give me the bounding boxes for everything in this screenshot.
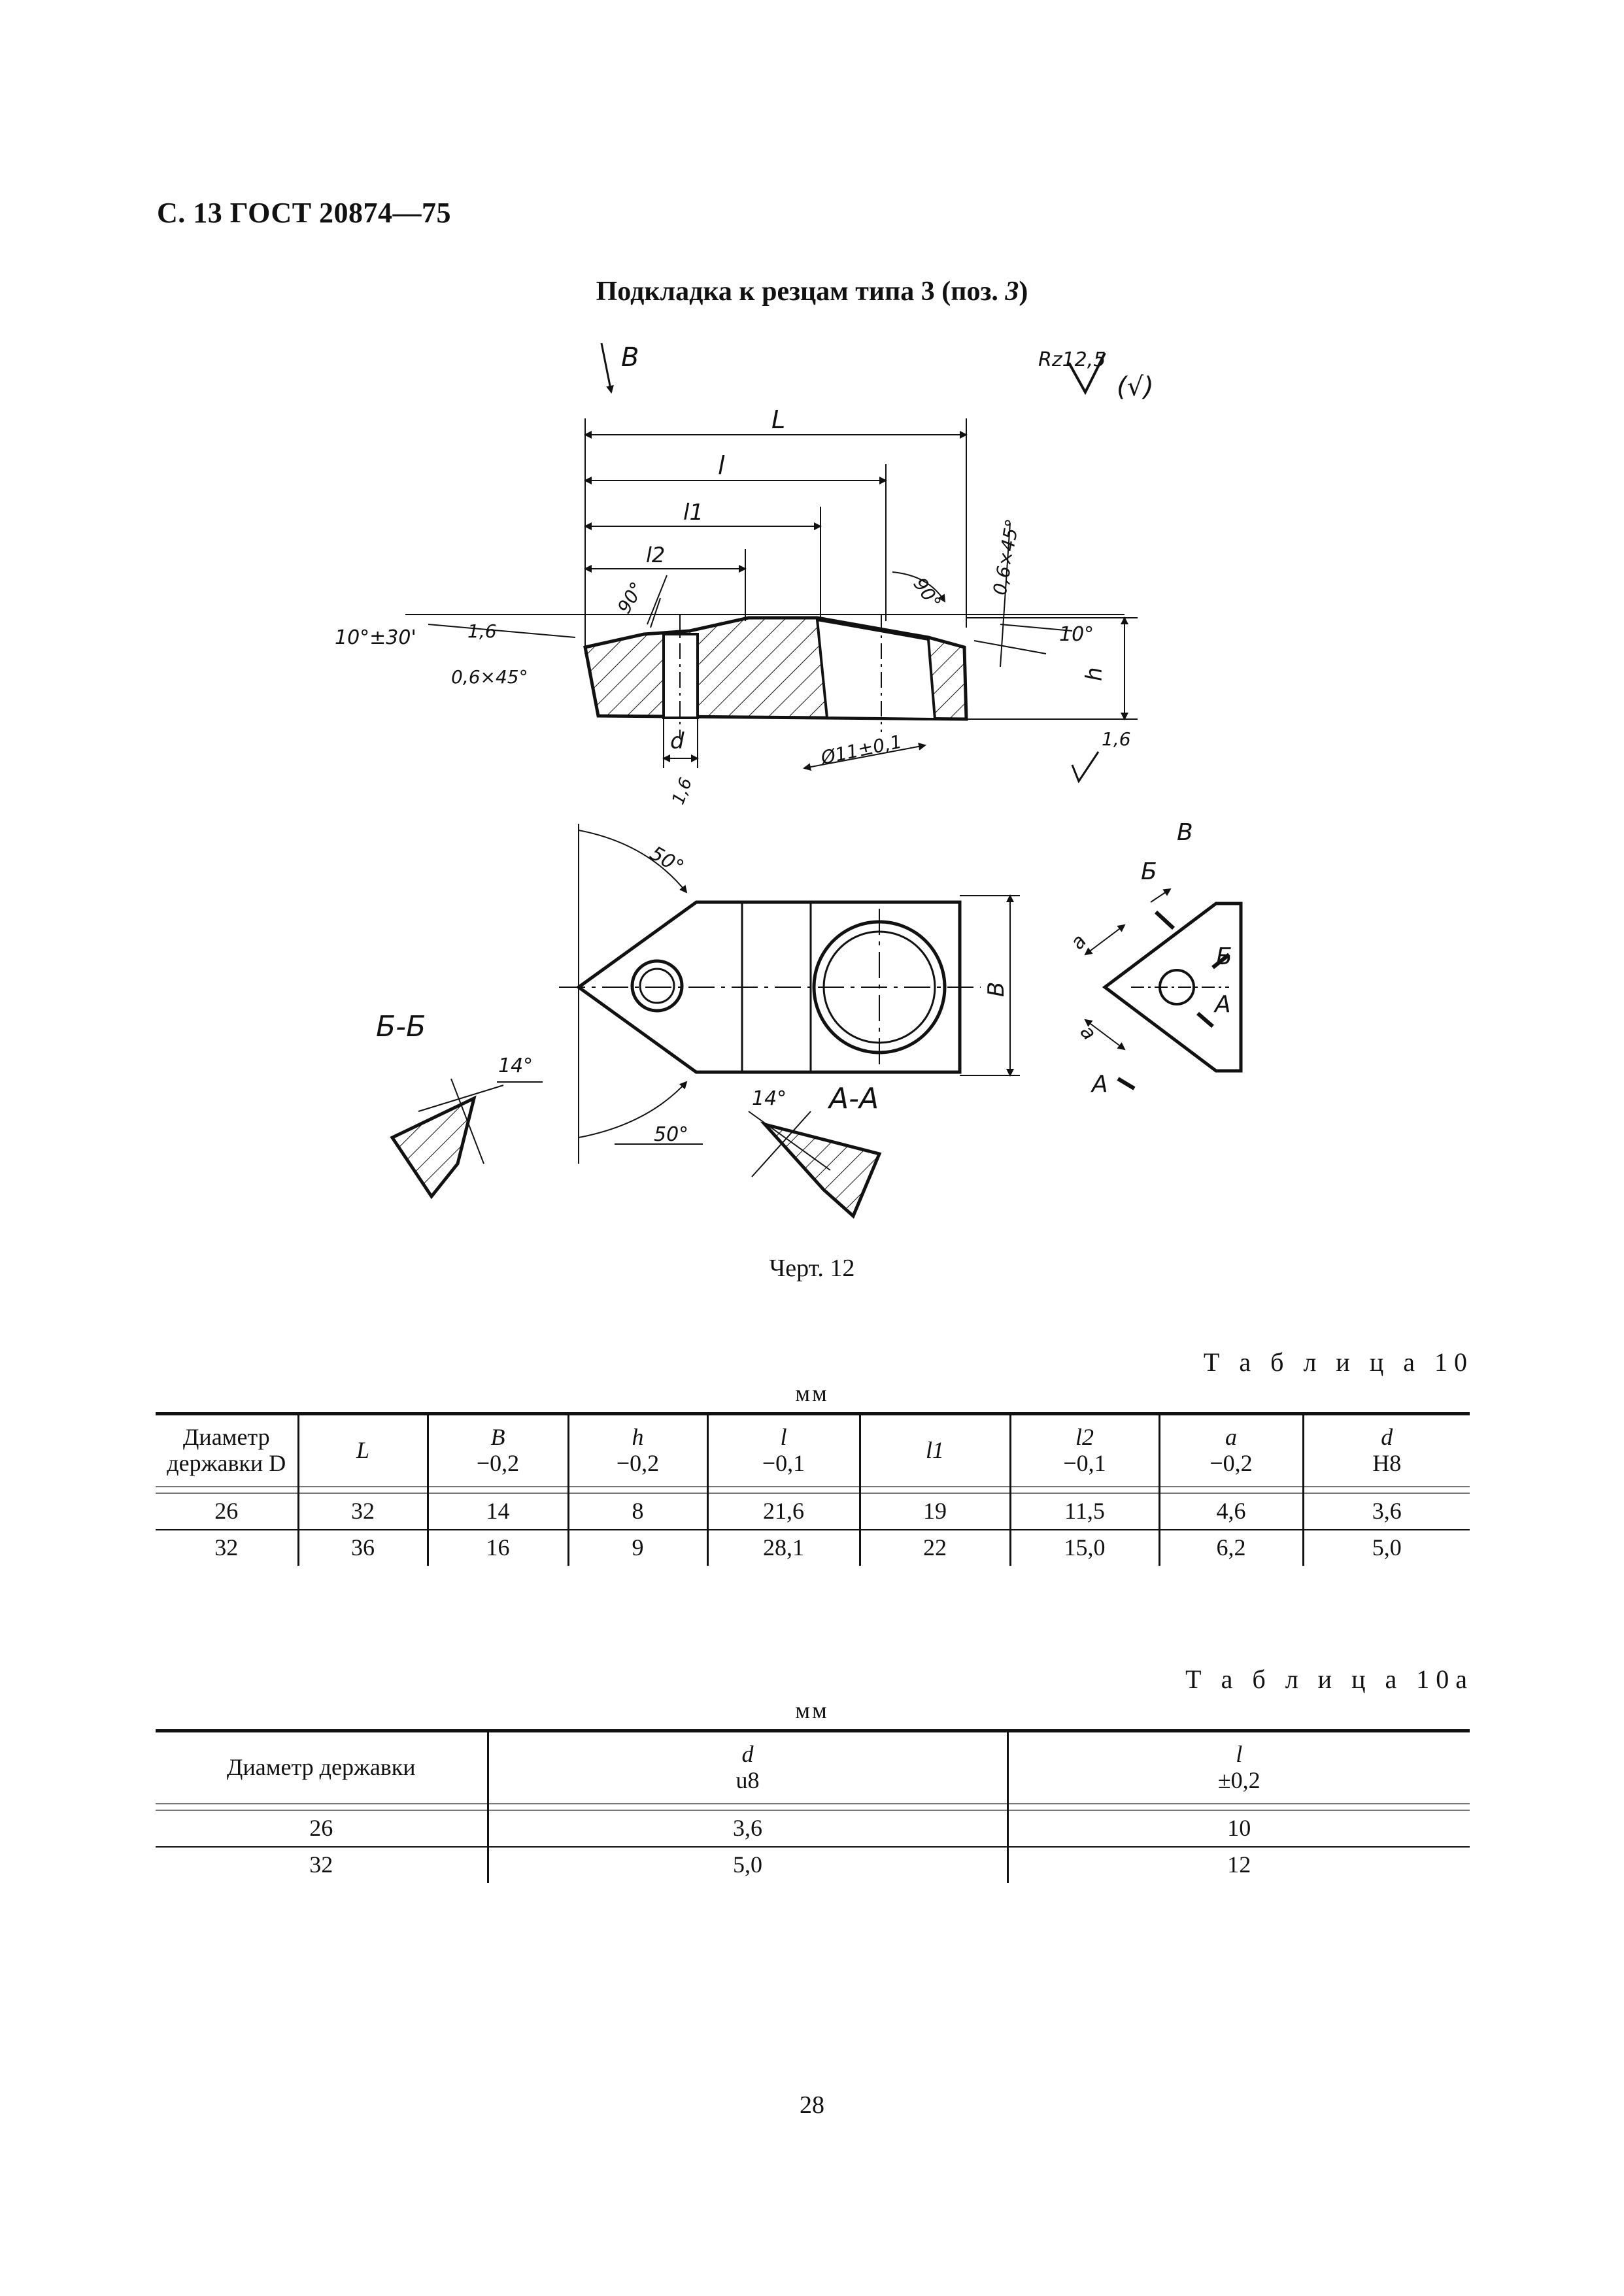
label-section-aa: А-А	[827, 1082, 879, 1115]
label-dim-l1: l1	[683, 499, 703, 526]
label-angle-14-bb: 14°	[498, 1055, 533, 1077]
label-angle-tol: 10°±30'	[335, 626, 416, 649]
front-view	[405, 343, 1138, 784]
table10-header-h: h−0,2	[567, 1412, 707, 1487]
label-view-b-small: В	[1177, 819, 1193, 846]
label-chamfer-right: 0,6×45°	[989, 517, 1024, 597]
label-dim-a-2: a	[1075, 1021, 1101, 1045]
figure-title-end: )	[1019, 277, 1028, 307]
label-dim-B: B	[983, 982, 1009, 997]
view-b-arrow	[600, 343, 614, 394]
page-header: С. 13 ГОСТ 20874—75	[157, 197, 452, 229]
label-angle-10: 10°	[1059, 623, 1094, 646]
label-dim-l: l	[718, 451, 725, 480]
label-rough-1-6-right: 1,6	[1102, 728, 1131, 750]
figure-title-position: 3	[1005, 277, 1019, 307]
label-mark-b-1: Б	[1141, 858, 1157, 885]
table10-header-l: l−0,1	[706, 1412, 860, 1487]
table10-unit: мм	[795, 1380, 829, 1406]
label-dim-a-1: a	[1066, 930, 1092, 954]
figure-title-main: Подкладка к резцам типа 3 (поз.	[596, 277, 1006, 307]
label-dim-l2: l2	[646, 543, 665, 567]
label-angle-90-left: 90°	[613, 579, 648, 617]
page-number: 28	[800, 2091, 824, 2119]
label-diam-11: Ø11±0,1	[819, 731, 904, 769]
label-roughness-note: (√)	[1117, 372, 1154, 402]
label-view-b: В	[621, 343, 639, 373]
label-dim-d: d	[670, 728, 685, 754]
label-section-bb: Б-Б	[376, 1010, 426, 1043]
label-chamfer-left: 0,6×45°	[451, 666, 528, 688]
table10a-label: Т а б л и ц а 10а	[1185, 1664, 1474, 1694]
table10-header-B: B−0,2	[426, 1412, 568, 1487]
figure-caption: Черт. 12	[769, 1255, 855, 1282]
section-bb	[390, 1078, 543, 1200]
label-mark-a-1: А	[1213, 991, 1231, 1018]
table10-label: Т а б л и ц а 10	[1203, 1347, 1474, 1377]
small-bore	[630, 959, 684, 1013]
table10a-unit: мм	[795, 1697, 829, 1723]
label-rough-1-6-bottom: 1,6	[669, 775, 696, 807]
top-view-outline	[575, 900, 962, 1074]
label-dim-h: h	[1081, 667, 1108, 681]
label-angle-14-aa: 14°	[752, 1087, 787, 1110]
label-mark-b-2: Б	[1216, 943, 1232, 970]
view-b-detail	[1084, 888, 1243, 1090]
technical-drawing: В Rz12,5 (√) L l l1 l2 90° 90° 0,6×45° 1…	[335, 343, 1243, 1219]
table10a-header-diameter: Диаметр державки	[156, 1729, 488, 1804]
label-mark-a-2: А	[1091, 1071, 1108, 1098]
label-angle-90-right: 90°	[909, 574, 945, 613]
view-b-outline	[1102, 902, 1243, 1073]
top-view	[559, 824, 1020, 1164]
label-dim-L: L	[771, 405, 785, 434]
table10-header-l2: l2−0,1	[1009, 1412, 1159, 1487]
label-angle-50-bottom: 50°	[654, 1123, 688, 1146]
section-aa	[748, 1111, 882, 1219]
table10-header-L: L	[297, 1412, 428, 1487]
table10-header-a: a−0,2	[1158, 1412, 1303, 1487]
table10a-header-l: l±0,2	[1006, 1729, 1470, 1804]
label-roughness: Rz12,5	[1038, 348, 1106, 371]
table10-header-l1: l1	[858, 1412, 1010, 1487]
label-angle-50-top: 50°	[646, 842, 688, 879]
label-rough-1-6-top: 1,6	[467, 620, 497, 642]
figure-title: Подкладка к резцам типа 3 (поз. 3)	[0, 276, 1624, 307]
